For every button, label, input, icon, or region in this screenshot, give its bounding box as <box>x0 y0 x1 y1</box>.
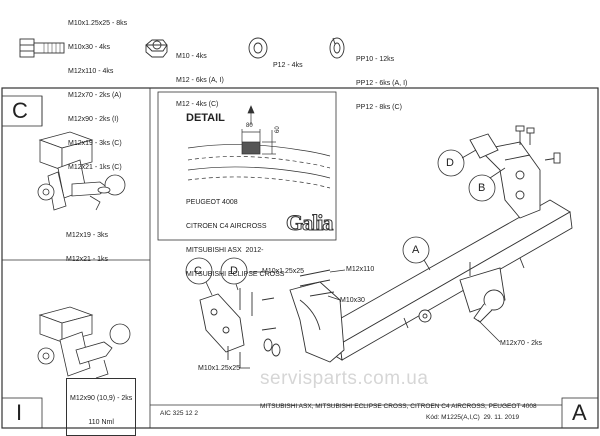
label-m10x30: M10x30 <box>340 297 365 304</box>
nut-item: M12 - 6ks (A, I) <box>176 77 224 84</box>
bolt-item: M10x30 - 4ks <box>68 44 111 51</box>
spring-washer-item: PP10 - 12ks <box>356 56 395 63</box>
footer-kod: Kód: M1225(A,I,C) 29. 11. 2019 <box>426 414 520 421</box>
label-m12x110: M12x110 <box>346 266 375 273</box>
bolt-item: M12x21 - 1ks (C) <box>68 164 122 171</box>
label-m12x70: M12x70 - 2ks <box>500 340 543 347</box>
panel-i-bolts: M12x90 (10,9) - 2ks 110 Nml <box>66 378 137 436</box>
nut-item: M12 - 4ks (C) <box>176 101 219 108</box>
detail-dim-60: 60 <box>275 126 281 133</box>
panel-i-drawing <box>37 306 131 379</box>
panel-c-bolt-item: M12x21 - 1ks <box>66 256 109 263</box>
footer-models: MITSUBISHI ASX, MITSUBISHI ECLIPSE CROSS… <box>260 403 537 410</box>
spring-washer-item: PP12 - 6ks (A, I) <box>356 80 408 87</box>
spring-washer-item: PP12 - 8ks (C) <box>356 104 402 111</box>
detail-dim-80: 80 <box>246 123 253 129</box>
panel-c-drawing <box>37 131 126 211</box>
vehicle-list: PEUGEOT 4008 CITROEN C4 AIRCROSS MITSUBI… <box>186 183 284 287</box>
washer-item: P12 - 4ks <box>273 62 303 69</box>
panel-i-bolt-item: M12x90 (10,9) - 2ks <box>70 395 133 402</box>
panel-i-label: I <box>16 400 23 425</box>
label-m10x125x25-top: M10x1.25x25 <box>262 268 305 275</box>
panel-c-bolts: M12x19 - 3ks M12x21 - 1ks <box>66 216 108 272</box>
bolt-item: M12x90 - 2ks (I) <box>68 116 119 123</box>
detail-title: DETAIL <box>186 112 225 124</box>
panel-c-bolt-item: M12x19 - 3ks <box>66 232 109 239</box>
label-m10x125x25-bottom: M10x1.25x25 <box>198 365 241 372</box>
callout-c: C <box>194 265 202 277</box>
vehicle-item: MITSUBISHI ASX 2012- <box>186 247 264 254</box>
callout-a: A <box>412 244 420 256</box>
vehicle-item: PEUGEOT 4008 <box>186 199 238 206</box>
callout-d-top: D <box>446 157 454 169</box>
callout-b: B <box>478 182 486 194</box>
nut-item: M10 - 4ks <box>176 53 207 60</box>
bolt-item: M12x70 - 2ks (A) <box>68 92 122 99</box>
vehicle-item: CITROEN C4 AIRCROSS <box>186 223 267 230</box>
spring-washer-list: PP10 - 12ks PP12 - 6ks (A, I) PP12 - 8ks… <box>356 40 407 120</box>
footer-code: AIC 325 12 2 <box>160 410 198 417</box>
towbar-assembly <box>199 125 573 368</box>
galia-logo: Galia <box>285 210 333 236</box>
detail-box <box>157 91 337 241</box>
callouts <box>185 149 506 369</box>
washer-list: P12 - 4ks <box>273 46 303 78</box>
bolt-item: M12x19 - 3ks (C) <box>68 140 122 147</box>
footer-letter: A <box>572 400 587 425</box>
panel-i-torque: 110 Nml <box>88 419 114 426</box>
watermark: servisparts.com.ua <box>260 368 429 389</box>
nut-list: M10 - 4ks M12 - 6ks (A, I) M12 - 4ks (C) <box>176 37 224 117</box>
hardware-icons <box>19 37 345 59</box>
callout-d: D <box>230 265 238 277</box>
bolt-list: M10x1.25x25 - 8ks M10x30 - 4ks M12x110 -… <box>68 4 127 180</box>
bolt-item: M10x1.25x25 - 8ks <box>68 20 128 27</box>
vehicle-item: MITSUBISHI ECLIPSE CROSS <box>186 271 285 278</box>
panel-c-label: C <box>12 98 28 123</box>
detail-drawing <box>187 105 331 189</box>
bolt-item: M12x110 - 4ks <box>68 68 114 75</box>
